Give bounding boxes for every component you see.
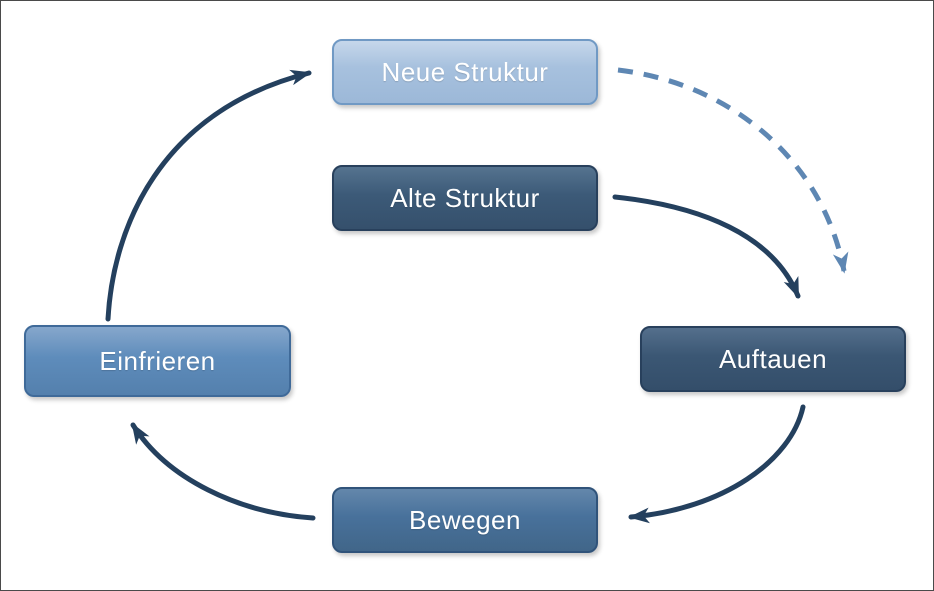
arrow-dashed-neue-struktur-to-auftauen — [617, 67, 849, 274]
arrow-auftauen-to-bewegen — [628, 404, 806, 524]
node-neue-struktur-label: Neue Struktur — [381, 56, 549, 87]
arrow-bewegen-to-einfrieren — [130, 422, 316, 521]
node-alte-struktur-label: Alte Struktur — [390, 182, 540, 213]
arrow-alte-struktur-to-auftauen — [612, 194, 801, 299]
arrow-einfrieren-to-neue-struktur — [105, 69, 312, 322]
node-neue-struktur: Neue Struktur — [332, 39, 598, 105]
node-bewegen-label: Bewegen — [409, 504, 521, 535]
node-alte-struktur: Alte Struktur — [332, 165, 598, 231]
node-auftauen-label: Auftauen — [718, 343, 828, 374]
node-einfrieren-label: Einfrieren — [99, 345, 216, 376]
node-auftauen: Auftauen — [640, 326, 906, 392]
node-bewegen: Bewegen — [332, 487, 598, 553]
node-einfrieren: Einfrieren — [24, 325, 291, 397]
